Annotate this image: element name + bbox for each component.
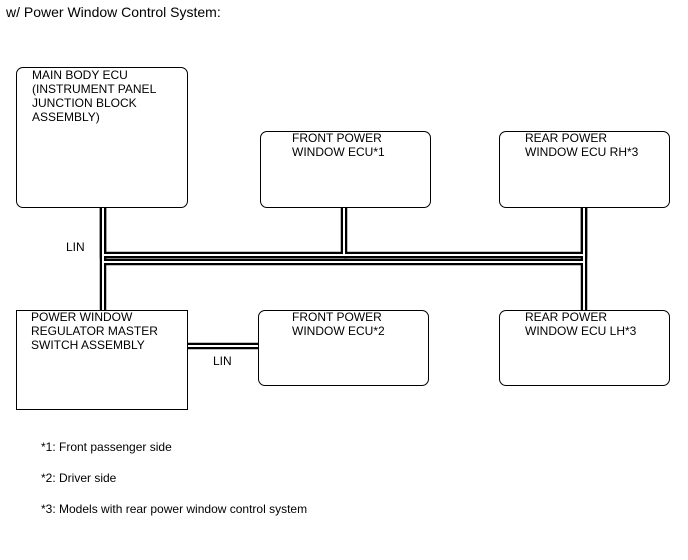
lin-label-vertical: LIN <box>66 240 85 254</box>
rear-power-window-ecu-lh-box <box>499 310 670 386</box>
footnote-3: *3: Models with rear power window contro… <box>41 502 308 516</box>
wire-front-ecu1-to-rear-rh <box>344 207 588 259</box>
wire-main-to-front-ecu1 <box>99 207 348 259</box>
front-power-window-ecu2-box <box>258 310 429 386</box>
rear-power-window-ecu-rh-label: REAR POWER WINDOW ECU RH*3 <box>525 131 639 159</box>
rear-power-window-ecu-lh-label: REAR POWER WINDOW ECU LH*3 <box>525 310 637 338</box>
lin-label-horizontal: LIN <box>213 354 232 368</box>
front-power-window-ecu2-label: FRONT POWER WINDOW ECU*2 <box>292 310 385 338</box>
rear-power-window-ecu-rh-box <box>499 131 670 208</box>
diagram-title: w/ Power Window Control System: <box>6 4 221 20</box>
main-body-ecu-box <box>16 67 188 208</box>
master-switch-assembly-label: POWER WINDOW REGULATOR MASTER SWITCH ASS… <box>31 310 158 352</box>
main-body-ecu-label: MAIN BODY ECU (INSTRUMENT PANEL JUNCTION… <box>32 68 157 124</box>
footnote-2: *2: Driver side <box>41 471 117 485</box>
footnote-1: *1: Front passenger side <box>41 440 172 454</box>
master-switch-assembly-box <box>16 310 188 410</box>
front-power-window-ecu1-box <box>260 131 431 208</box>
front-power-window-ecu1-label: FRONT POWER WINDOW ECU*1 <box>292 131 385 159</box>
